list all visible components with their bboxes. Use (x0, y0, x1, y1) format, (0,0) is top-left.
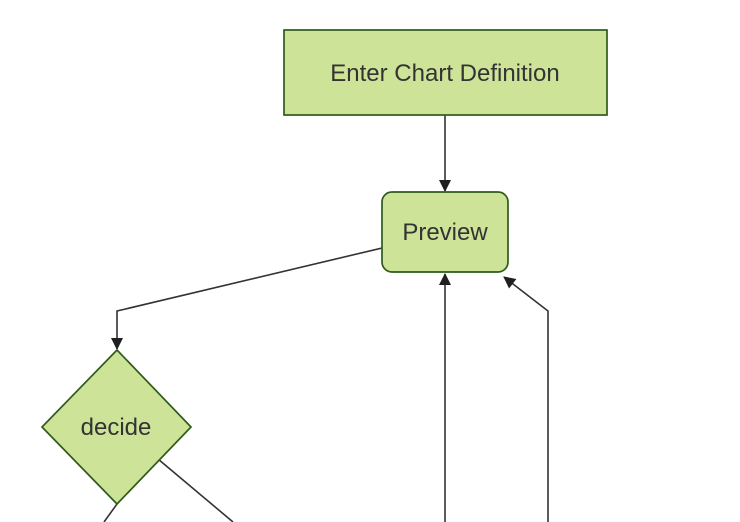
enter-chart-definition-box (283, 29, 608, 116)
node-enter-chart-definition: Enter Chart Definition (283, 29, 608, 116)
decide-diamond (40, 348, 193, 506)
edge-preview-to-decide (111, 247, 383, 350)
preview-label: Preview (402, 219, 488, 246)
decide-label: decide (81, 414, 152, 441)
preview-box (381, 191, 509, 273)
enter-chart-definition-label: Enter Chart Definition (330, 60, 559, 87)
edge-offscreen-to-preview-corner (503, 276, 549, 522)
node-preview: Preview (381, 191, 509, 273)
edge-decide-to-offscreen-right (157, 458, 234, 522)
edge-decide-to-offscreen-left (103, 503, 118, 522)
node-decide: decide (40, 348, 193, 506)
